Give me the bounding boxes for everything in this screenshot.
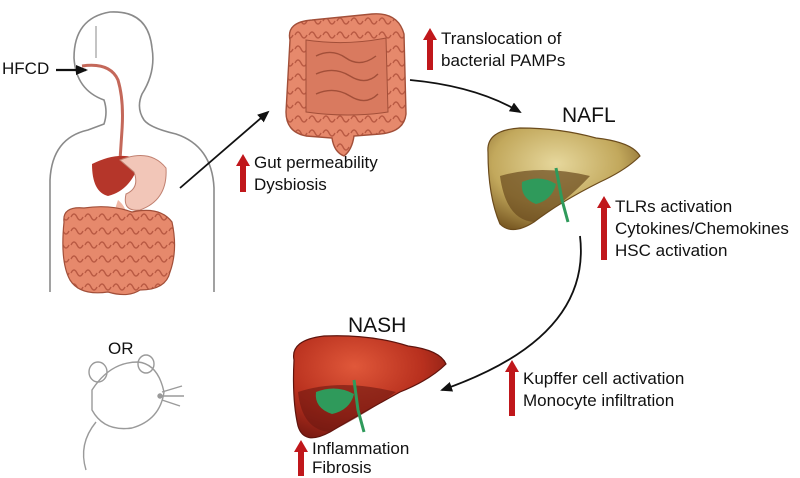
translocation-label-line1: Translocation of <box>441 29 562 48</box>
fatty-liver-icon <box>487 127 641 231</box>
hsc-activation-label: HSC activation <box>615 241 728 260</box>
inflammation-label: Inflammation <box>312 439 410 458</box>
monocyte-label: Monocyte infiltration <box>523 391 675 410</box>
nash-title: NASH <box>348 314 407 337</box>
kupffer-label: Kupffer cell activation <box>523 369 685 388</box>
nafl-title: NAFL <box>562 104 616 127</box>
human-digestive-system-icon <box>49 11 215 296</box>
inflamed-liver-icon <box>292 335 447 439</box>
gut-permeability-label: Gut permeability <box>254 153 378 172</box>
or-label: OR <box>108 339 134 358</box>
up-arrow-icon <box>294 440 308 476</box>
up-arrow-icon <box>423 28 437 70</box>
up-arrow-icon <box>236 154 250 192</box>
up-arrow-icon <box>505 360 519 416</box>
dysbiosis-label: Dysbiosis <box>254 175 327 194</box>
intestine-icon <box>285 13 407 157</box>
cytokines-label: Cytokines/Chemokines <box>615 219 789 238</box>
hfcd-label: HFCD <box>2 59 50 78</box>
up-arrow-icon <box>597 196 611 260</box>
translocation-label-line2: bacterial PAMPs <box>441 51 566 70</box>
fibrosis-label: Fibrosis <box>312 458 372 477</box>
tlrs-activation-label: TLRs activation <box>615 197 733 216</box>
mouse-icon <box>82 354 184 471</box>
